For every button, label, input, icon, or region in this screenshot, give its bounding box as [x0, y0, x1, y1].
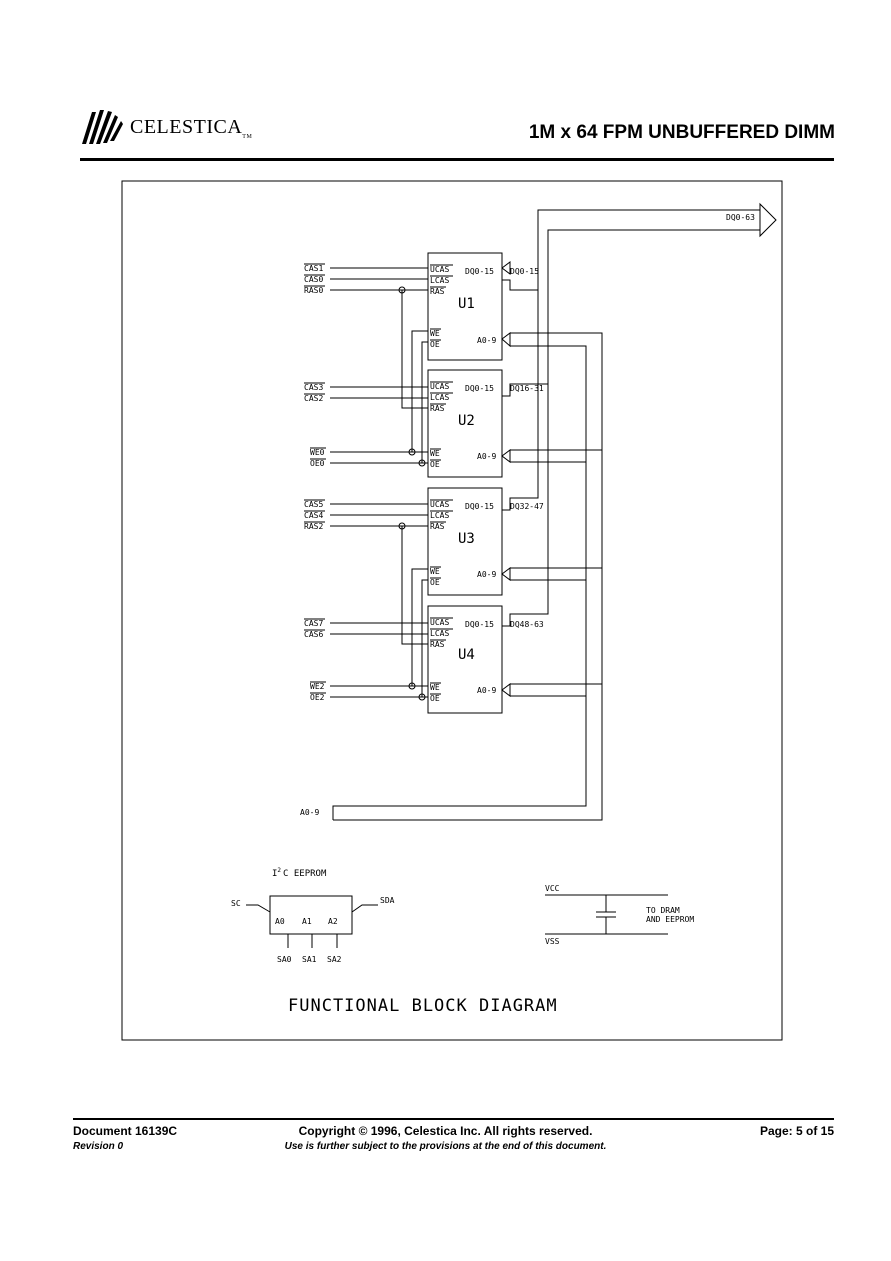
- svg-text:A2: A2: [328, 917, 338, 926]
- svg-text:U3: U3: [458, 531, 475, 547]
- dq-connections: [501, 261, 549, 627]
- svg-text:VSS: VSS: [545, 937, 560, 946]
- svg-text:WE2: WE2: [310, 682, 325, 691]
- control-wiring: [330, 267, 428, 698]
- svg-text:CAS3: CAS3: [304, 383, 323, 392]
- svg-text:LCAS: LCAS: [430, 393, 449, 402]
- celestica-logo-icon: [82, 110, 123, 144]
- svg-text:A0: A0: [275, 917, 285, 926]
- svg-text:RAS: RAS: [430, 640, 445, 649]
- diagram-title: FUNCTIONAL BLOCK DIAGRAM: [288, 996, 558, 1016]
- svg-text:OE: OE: [430, 340, 440, 349]
- input-signal-labels: CAS1 CAS0 RAS0 CAS3 CAS2 WE0 OE0 CAS5 CA…: [304, 264, 325, 702]
- brand-name: CELESTICATM: [130, 116, 253, 140]
- svg-text:A0-9: A0-9: [477, 686, 496, 695]
- active-low-overbars: [304, 263, 453, 695]
- svg-text:A1: A1: [302, 917, 312, 926]
- revision: Revision 0: [73, 1141, 124, 1152]
- chip-u1: UCAS LCAS RAS WE OE DQ0-15 A0-9 U1 DQ0-1…: [427, 252, 539, 361]
- junction-dots: [398, 286, 426, 701]
- document-title: 1M x 64 FPM UNBUFFERED DIMM: [528, 122, 835, 143]
- svg-text:RAS2: RAS2: [304, 522, 323, 531]
- page-number: Page: 5 of 15: [759, 1124, 834, 1138]
- svg-text:AND EEPROM: AND EEPROM: [646, 915, 694, 924]
- address-bus: [332, 332, 603, 821]
- svg-text:RAS: RAS: [430, 404, 445, 413]
- dq-bus: DQ0-63: [537, 202, 777, 290]
- svg-text:RAS: RAS: [430, 287, 445, 296]
- svg-text:DQ0-15: DQ0-15: [465, 620, 494, 629]
- svg-text:OE0: OE0: [310, 459, 325, 468]
- address-input-label: A0-9: [300, 808, 319, 817]
- svg-text:WE: WE: [430, 329, 440, 338]
- svg-text:DQ0-15: DQ0-15: [510, 267, 539, 276]
- svg-text:WE: WE: [430, 683, 440, 692]
- svg-text:U1: U1: [458, 296, 475, 312]
- svg-text:CAS5: CAS5: [304, 500, 323, 509]
- dq-bus-label: DQ0-63: [726, 213, 755, 222]
- document-number: Document 16139C: [73, 1124, 178, 1138]
- chip-u2: UCAS LCAS RAS WE OE DQ0-15 A0-9 U2 DQ16-…: [427, 369, 544, 478]
- svg-text:CAS7: CAS7: [304, 619, 323, 628]
- svg-text:DQ48-63: DQ48-63: [510, 620, 544, 629]
- diagram-frame: [121, 180, 783, 1041]
- svg-text:DQ0-15: DQ0-15: [465, 502, 494, 511]
- svg-text:OE: OE: [430, 694, 440, 703]
- svg-text:SDA: SDA: [380, 896, 395, 905]
- svg-text:DQ0-15: DQ0-15: [465, 384, 494, 393]
- chip-u3: UCAS LCAS RAS WE OE DQ0-15 A0-9 U3 DQ32-…: [427, 487, 544, 596]
- svg-text:CAS1: CAS1: [304, 264, 323, 273]
- svg-text:VCC: VCC: [545, 884, 560, 893]
- svg-text:U4: U4: [458, 647, 475, 663]
- svg-text:A0-9: A0-9: [477, 570, 496, 579]
- svg-text:CAS2: CAS2: [304, 394, 323, 403]
- svg-text:UCAS: UCAS: [430, 500, 449, 509]
- svg-text:UCAS: UCAS: [430, 265, 449, 274]
- svg-text:DQ0-15: DQ0-15: [465, 267, 494, 276]
- svg-text:LCAS: LCAS: [430, 276, 449, 285]
- svg-text:RAS0: RAS0: [304, 286, 323, 295]
- svg-text:SA2: SA2: [327, 955, 342, 964]
- svg-text:OE: OE: [430, 578, 440, 587]
- svg-text:CAS6: CAS6: [304, 630, 323, 639]
- svg-text:I2C EEPROM: I2C EEPROM: [272, 867, 327, 879]
- svg-text:U2: U2: [458, 413, 475, 429]
- svg-text:DQ16-31: DQ16-31: [510, 384, 544, 393]
- svg-text:CAS4: CAS4: [304, 511, 323, 520]
- svg-text:A0-9: A0-9: [477, 452, 496, 461]
- svg-text:SA0: SA0: [277, 955, 292, 964]
- svg-text:A0-9: A0-9: [477, 336, 496, 345]
- svg-text:DQ32-47: DQ32-47: [510, 502, 544, 511]
- svg-text:UCAS: UCAS: [430, 382, 449, 391]
- svg-text:UCAS: UCAS: [430, 618, 449, 627]
- svg-text:OE2: OE2: [310, 693, 325, 702]
- power-decoupling: VCC VSS TO DRAM AND EEPROM: [545, 884, 694, 946]
- svg-text:WE: WE: [430, 449, 440, 458]
- header-rule: [80, 158, 834, 161]
- svg-text:SA1: SA1: [302, 955, 317, 964]
- svg-text:RAS: RAS: [430, 522, 445, 531]
- chip-u4: UCAS LCAS RAS WE OE DQ0-15 A0-9 U4 DQ48-…: [427, 605, 544, 714]
- svg-text:WE: WE: [430, 567, 440, 576]
- svg-text:LCAS: LCAS: [430, 511, 449, 520]
- svg-text:WE0: WE0: [310, 448, 325, 457]
- svg-text:CAS0: CAS0: [304, 275, 323, 284]
- svg-text:OE: OE: [430, 460, 440, 469]
- svg-text:SC: SC: [231, 899, 241, 908]
- footer-rule: [73, 1118, 834, 1120]
- svg-text:LCAS: LCAS: [430, 629, 449, 638]
- copyright: Copyright © 1996, Celestica Inc. All rig…: [298, 1124, 593, 1138]
- use-notice: Use is further subject to the provisions…: [284, 1141, 607, 1152]
- svg-text:TO DRAM: TO DRAM: [646, 906, 680, 915]
